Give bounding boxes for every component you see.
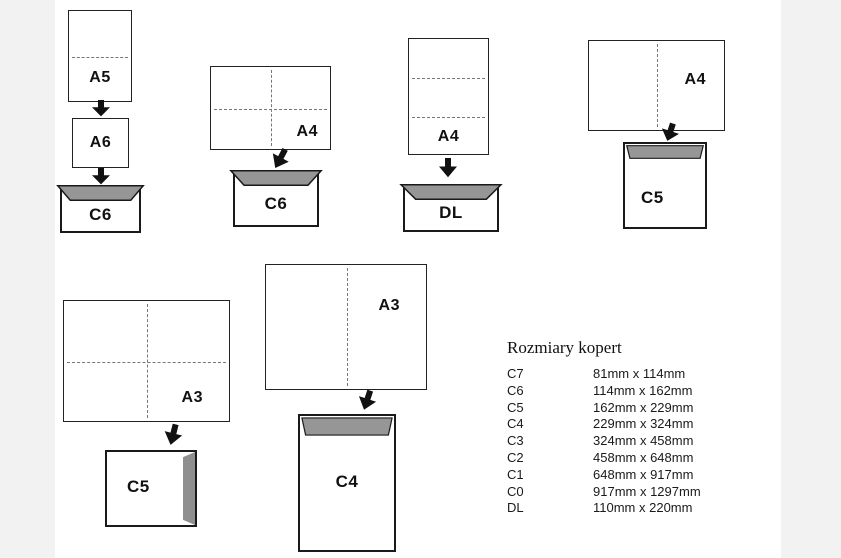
format-code: C0 <box>507 483 524 499</box>
fold-line <box>657 44 658 127</box>
table-row: C0 917mm x 1297mm <box>507 484 701 501</box>
envelope-flap-icon <box>626 145 704 159</box>
envelope-c6: C6 <box>233 172 319 227</box>
envelope-c5: C5 <box>623 142 707 229</box>
sheet-a5: A5 <box>68 10 132 102</box>
size-table: C7 81mm x 114mm C6 114mm x 162mm C5 162m… <box>507 366 701 517</box>
sheet-a3-label: A3 <box>181 389 203 406</box>
fold-line <box>67 362 226 363</box>
envelope-dl-label: DL <box>439 203 463 222</box>
sheet-a4-label: A4 <box>684 71 706 88</box>
fold-line <box>147 304 148 418</box>
format-size: 162mm x 229mm <box>593 399 694 415</box>
envelope-flap-icon <box>229 170 323 186</box>
format-size: 648mm x 917mm <box>593 466 694 482</box>
envelope-side-flap-icon <box>183 452 195 525</box>
table-row: C7 81mm x 114mm <box>507 366 701 383</box>
envelope-c6-label: C6 <box>264 194 288 213</box>
table-row: C2 458mm x 648mm <box>507 450 701 467</box>
envelope-c4-label: C4 <box>335 472 359 491</box>
fold-line <box>271 70 272 146</box>
format-code: C4 <box>507 416 524 432</box>
format-code: C5 <box>507 399 524 415</box>
sheet-a4: A4 <box>588 40 725 131</box>
down-arrow-icon <box>438 158 458 178</box>
sheet-a6: A6 <box>72 118 129 168</box>
format-code: C7 <box>507 366 524 381</box>
sheet-a5-label: A5 <box>89 69 111 86</box>
sheet-a3: A3 <box>265 264 427 390</box>
envelope-c5-label: C5 <box>641 188 664 207</box>
sheet-a4: A4 <box>210 66 331 150</box>
table-row: C6 114mm x 162mm <box>507 383 701 400</box>
table-row: C4 229mm x 324mm <box>507 416 701 433</box>
format-size: 458mm x 648mm <box>593 449 694 465</box>
sheet-a4-label: A4 <box>296 123 318 140</box>
fold-line <box>412 78 485 79</box>
format-size: 114mm x 162mm <box>593 382 693 398</box>
envelope-dl: DL <box>403 186 499 232</box>
format-code: C1 <box>507 466 524 482</box>
format-size: 81mm x 114mm <box>593 366 686 381</box>
fold-line <box>72 57 128 58</box>
table-row: C5 162mm x 229mm <box>507 400 701 417</box>
table-row: C1 648mm x 917mm <box>507 467 701 484</box>
envelope-c4: C4 <box>298 414 396 552</box>
format-size: 229mm x 324mm <box>593 416 694 432</box>
fold-line <box>347 268 348 386</box>
sheet-a6-label: A6 <box>89 134 112 151</box>
format-size: 324mm x 458mm <box>593 433 694 449</box>
sheet-a4-label: A4 <box>437 128 460 145</box>
fold-line <box>214 109 327 110</box>
fold-line <box>412 117 485 118</box>
envelope-flap-icon <box>301 417 393 436</box>
down-arrow-icon <box>161 422 186 448</box>
down-arrow-icon <box>91 100 111 117</box>
envelope-flap-icon <box>56 185 145 201</box>
sheet-a3-label: A3 <box>378 297 400 314</box>
envelope-c5-label: C5 <box>127 477 150 496</box>
down-arrow-icon <box>354 387 380 413</box>
table-row: DL 110mm x 220mm <box>507 500 701 517</box>
format-code: C2 <box>507 449 524 465</box>
down-arrow-icon <box>91 168 111 185</box>
size-table-title: Rozmiary kopert <box>507 338 622 357</box>
envelope-flap-icon <box>399 184 503 200</box>
sheet-a4: A4 <box>408 38 489 155</box>
sheet-a3: A3 <box>63 300 230 422</box>
format-code: DL <box>507 500 524 516</box>
envelope-c6-label: C6 <box>89 205 112 224</box>
envelope-c5: C5 <box>105 450 197 527</box>
down-arrow-icon <box>266 145 294 174</box>
format-size: 110mm x 220mm <box>593 500 693 516</box>
format-size: 917mm x 1297mm <box>593 483 701 499</box>
envelope-c6: C6 <box>60 187 141 233</box>
format-code: C6 <box>507 382 524 398</box>
table-row: C3 324mm x 458mm <box>507 433 701 450</box>
format-code: C3 <box>507 433 524 449</box>
down-arrow-icon <box>658 120 683 144</box>
